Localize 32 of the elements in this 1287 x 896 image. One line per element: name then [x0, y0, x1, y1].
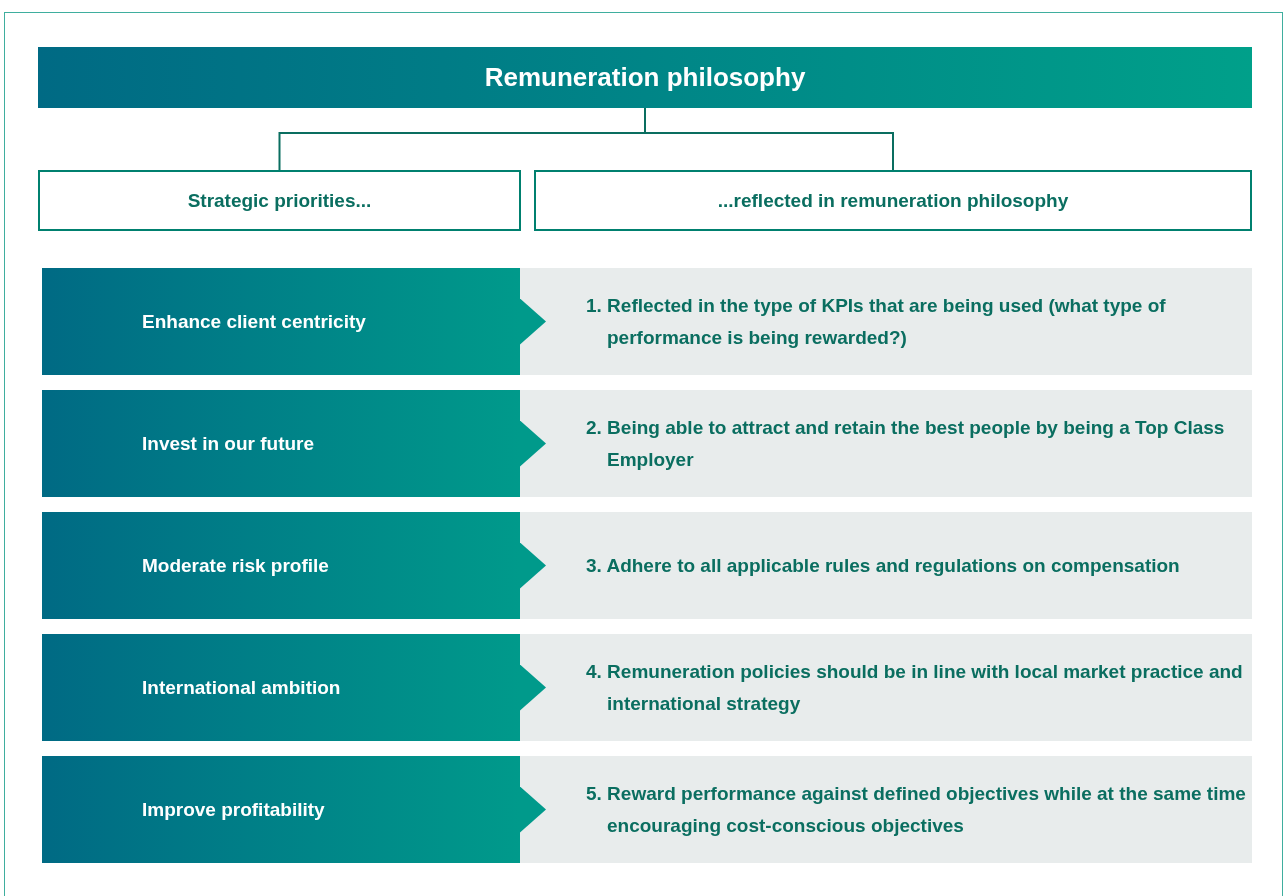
box-label: Moderate risk profile: [142, 554, 329, 577]
description-box: [520, 756, 1252, 863]
box-label: 4. Remuneration policies should be in line with local market practice and international strategy: [586, 659, 1244, 716]
priority-box: [42, 634, 520, 741]
description-box: [520, 512, 1252, 619]
header-box: [38, 170, 521, 231]
chevron-arrow: [518, 664, 546, 711]
priority-box: [42, 756, 520, 863]
chevron-arrow: [518, 298, 546, 345]
box-label: International ambition: [142, 676, 341, 699]
chevron-arrow: [518, 786, 546, 833]
chevron-arrow: [518, 542, 546, 589]
box-label: Remuneration philosophy: [484, 62, 806, 93]
priority-box: [42, 390, 520, 497]
priority-box: [42, 512, 520, 619]
box-label: Enhance client centricity: [142, 310, 366, 333]
box-label: ...reflected in remuneration philosophy: [717, 189, 1069, 212]
box-label: Invest in our future: [142, 432, 315, 455]
box-label: Improve profitability: [142, 798, 325, 821]
description-box: [520, 390, 1252, 497]
box-label: Strategic priorities...: [187, 189, 372, 212]
box-label: 3. Adhere to all applicable rules and regulations on compensation: [586, 553, 1180, 578]
description-box: [520, 634, 1252, 741]
box-label: 5. Reward performance against defined objectives while at the same time encouraging cost-conscious objectives: [586, 781, 1247, 838]
description-box: [520, 268, 1252, 375]
title-banner: [38, 47, 1252, 108]
connector-line: [644, 107, 894, 171]
priority-box: [42, 268, 520, 375]
chevron-arrow: [518, 420, 546, 467]
box-label: 1. Reflected in the type of KPIs that are being used (what type of performance is being rewarded?): [586, 293, 1167, 350]
header-box: [534, 170, 1252, 231]
box-label: 2. Being able to attract and retain the best people by being a Top Class Employer: [586, 415, 1226, 472]
